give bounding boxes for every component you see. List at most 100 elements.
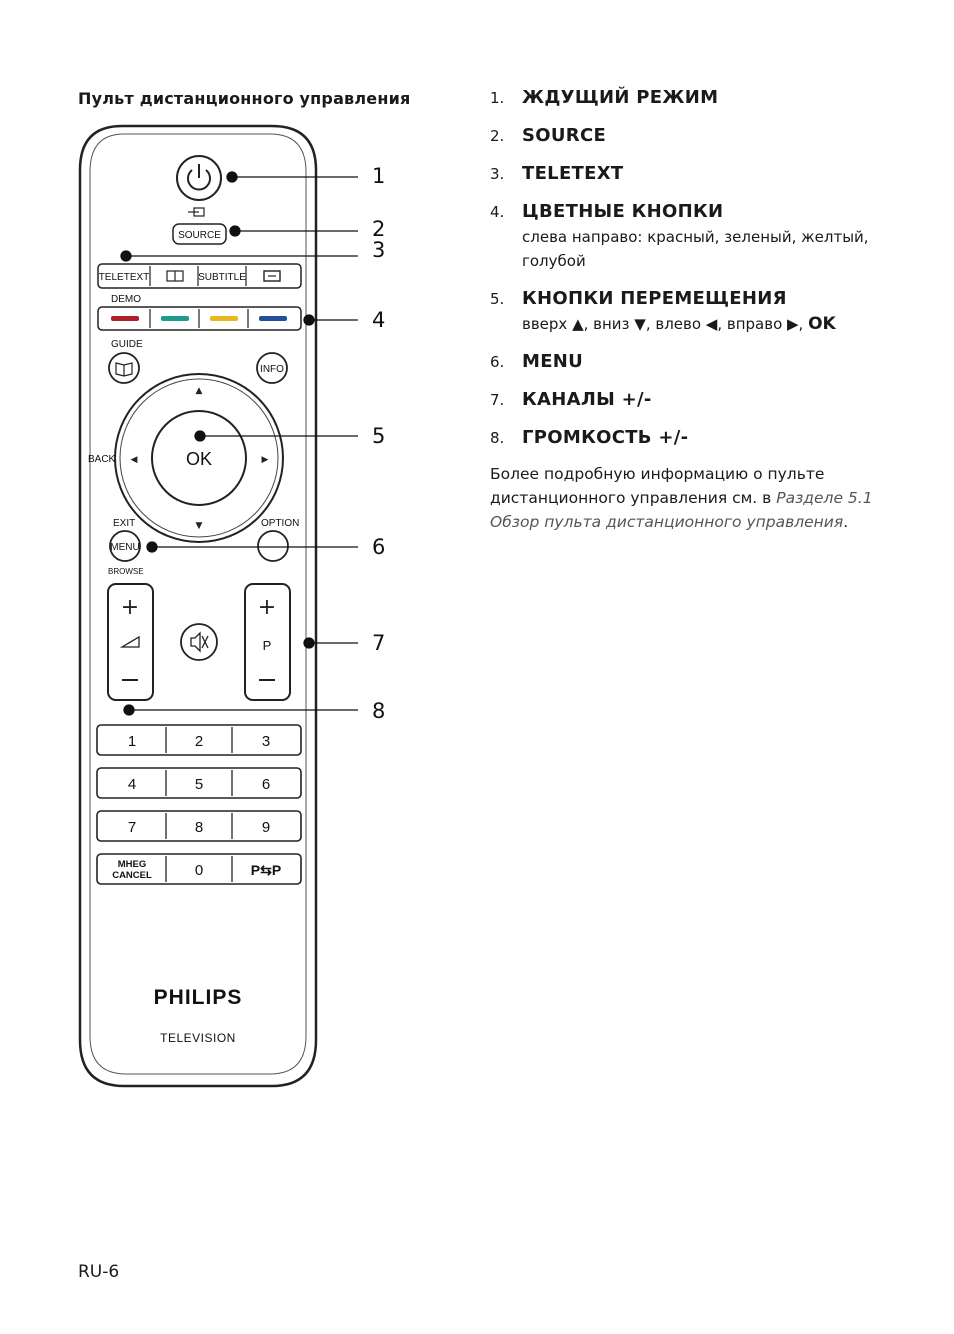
teletext-row: [97, 263, 302, 289]
callout-4: 4: [372, 308, 385, 332]
callout-6: 6: [372, 535, 385, 559]
program-rocker[interactable]: + P: [244, 583, 291, 701]
mute-button[interactable]: [180, 623, 218, 661]
power-icon: [187, 169, 211, 191]
remote-control-illustration: SOURCE TELETEXT SUBTITLE DEMO GUIDE INFO…: [78, 124, 385, 1088]
svg-text:SOURCE: SOURCE: [178, 230, 221, 241]
callout-lines: [120, 171, 358, 716]
list-title: SOURCE: [522, 125, 607, 146]
digit-7-button[interactable]: 7: [128, 819, 136, 836]
remote-body-inner: [89, 133, 307, 1075]
browse-label: BROWSE: [108, 567, 144, 576]
dual-screen-button[interactable]: [166, 266, 199, 286]
demo-label: DEMO: [111, 294, 141, 305]
callout-8: 8: [372, 699, 385, 723]
list-item: 3. TELETEXT: [490, 162, 910, 186]
nav-down-arrow-icon[interactable]: ▼: [196, 521, 203, 531]
cancel-label[interactable]: CANCEL: [112, 870, 152, 881]
list-title: ЖДУЩИЙ РЕЖИМ: [522, 87, 719, 108]
list-description: слева направо: красный, зеленый, желтый,…: [522, 228, 869, 270]
volume-rocker[interactable]: +: [107, 583, 154, 701]
blue-key[interactable]: [259, 316, 287, 321]
callout-7: 7: [372, 631, 385, 655]
source-button[interactable]: SOURCE: [172, 223, 227, 245]
red-key[interactable]: [111, 316, 139, 321]
picture-format-button[interactable]: [263, 270, 281, 282]
callout-3: 3: [372, 238, 385, 262]
back-label[interactable]: BACK: [88, 454, 116, 465]
digit-2-button[interactable]: 2: [195, 733, 203, 750]
list-title: КНОПКИ ПЕРЕМЕЩЕНИЯ: [522, 288, 787, 309]
paragraph-end: .: [843, 513, 849, 531]
guide-label: GUIDE: [111, 339, 143, 350]
ok-button[interactable]: OK: [151, 410, 247, 506]
list-item: 2. SOURCE: [490, 124, 910, 148]
list-description: вверх ▲, вниз ▼, влево ◀, вправо ▶, OK: [522, 312, 910, 336]
callout-2: 2: [372, 217, 385, 241]
list-item: 8. ГРОМКОСТЬ +/-: [490, 426, 910, 450]
nav-left-arrow-icon[interactable]: ◀: [131, 455, 138, 465]
volume-plus-icon: +: [121, 595, 139, 620]
list-title: MENU: [522, 351, 584, 372]
television-label: TELEVISION: [160, 1031, 236, 1045]
list-title: TELETEXT: [522, 163, 624, 184]
digit-1-button[interactable]: 1: [128, 733, 136, 750]
list-title: ЦВЕТНЫЕ КНОПКИ: [522, 201, 724, 222]
digit-0-button[interactable]: 0: [195, 862, 203, 879]
teletext-button[interactable]: TELETEXT: [99, 266, 151, 286]
button-list: 1. ЖДУЩИЙ РЕЖИМ 2. SOURCE 3. TELETEXT 4.…: [490, 86, 910, 464]
source-icon: [188, 207, 205, 217]
list-item: 4. ЦВЕТНЫЕ КНОПКИ слева направо: красный…: [490, 200, 910, 273]
list-title: КАНАЛЫ +/-: [522, 389, 652, 410]
option-label: OPTION: [261, 518, 299, 529]
number-pad: [96, 724, 302, 885]
subtitle-button[interactable]: SUBTITLE: [198, 266, 247, 286]
list-item: 5. КНОПКИ ПЕРЕМЕЩЕНИЯ вверх ▲, вниз ▼, в…: [490, 287, 910, 336]
volume-icon: [119, 635, 140, 648]
list-number: 2.: [490, 127, 505, 145]
guide-button[interactable]: [108, 352, 140, 384]
picture-format-icon: [263, 270, 281, 282]
digit-3-button[interactable]: 3: [262, 733, 270, 750]
list-item: 1. ЖДУЩИЙ РЕЖИМ: [490, 86, 910, 110]
program-plus-icon: +: [258, 595, 276, 620]
info-button[interactable]: INFO: [256, 352, 288, 384]
svg-text:OK: OK: [186, 449, 212, 469]
reference-paragraph: Более подробную информацию о пульте дист…: [490, 462, 890, 534]
svg-text:MENU: MENU: [110, 542, 139, 553]
section-heading: Пульт дистанционного управления: [78, 89, 411, 108]
paragraph-text: Более подробную информацию о пульте дист…: [490, 465, 825, 507]
power-button[interactable]: [176, 155, 222, 201]
digit-6-button[interactable]: 6: [262, 776, 270, 793]
callout-1: 1: [372, 164, 385, 188]
pp-button[interactable]: P⇆P: [251, 862, 281, 878]
svg-text:P: P: [263, 638, 272, 653]
callout-5: 5: [372, 424, 385, 448]
list-number: 6.: [490, 353, 505, 371]
brand-logo: PHILIPS: [154, 986, 243, 1009]
yellow-key[interactable]: [210, 316, 238, 321]
green-key[interactable]: [161, 316, 189, 321]
digit-4-button[interactable]: 4: [128, 776, 136, 793]
list-number: 4.: [490, 203, 505, 221]
section-reference-link[interactable]: Разделе 5.1 Обзор пульта дистанционного …: [490, 489, 873, 531]
ok-text: OK: [808, 314, 836, 334]
mheg-label[interactable]: MHEG: [118, 859, 147, 870]
list-number: 1.: [490, 89, 505, 107]
list-number: 8.: [490, 429, 505, 447]
nav-up-arrow-icon[interactable]: ▲: [196, 386, 203, 396]
list-number: 5.: [490, 290, 505, 308]
menu-button[interactable]: MENU: [109, 530, 141, 562]
digit-5-button[interactable]: 5: [195, 776, 203, 793]
svg-text:TELETEXT: TELETEXT: [99, 272, 150, 283]
exit-label: EXIT: [113, 518, 135, 529]
digit-8-button[interactable]: 8: [195, 819, 203, 836]
book-icon: [115, 362, 133, 377]
svg-text:INFO: INFO: [260, 364, 284, 375]
page-number: RU-6: [78, 1262, 120, 1282]
digit-9-button[interactable]: 9: [262, 819, 270, 836]
nav-right-arrow-icon[interactable]: ▶: [262, 455, 269, 465]
list-item: 7. КАНАЛЫ +/-: [490, 388, 910, 412]
mute-icon: [190, 631, 201, 653]
option-button[interactable]: [257, 530, 289, 562]
